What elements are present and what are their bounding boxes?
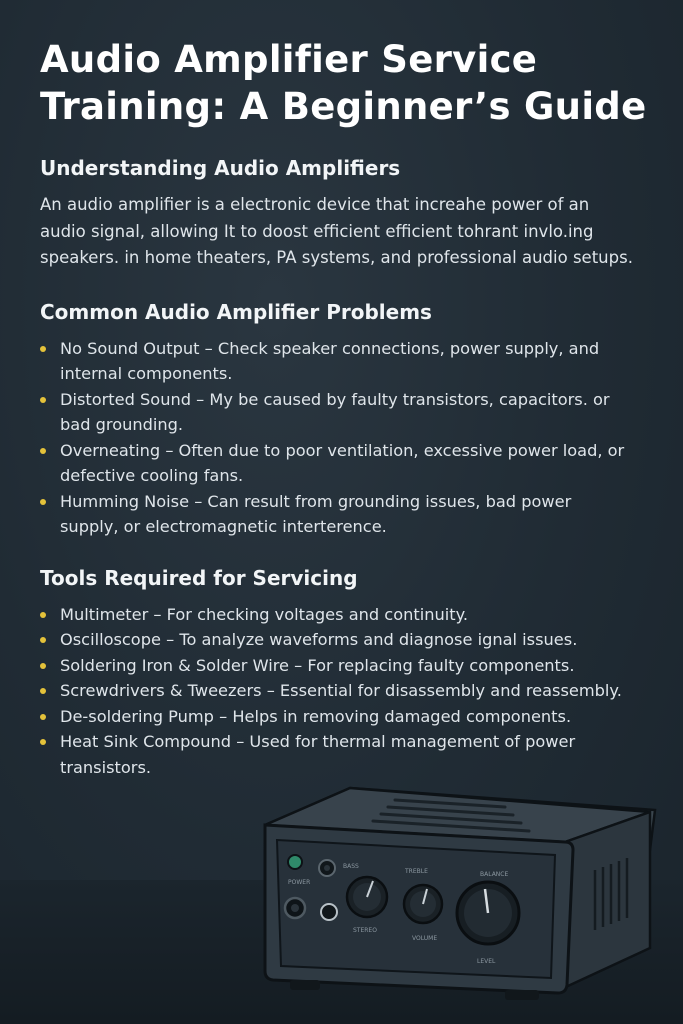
bullet-icon bbox=[40, 662, 46, 669]
list-item: Soldering Iron & Solder Wire – For repla… bbox=[40, 653, 640, 679]
understanding-text: An audio amplifier is a electronic devic… bbox=[40, 195, 633, 267]
power-label: POWER bbox=[288, 879, 310, 886]
bullet-icon bbox=[40, 713, 46, 720]
bass-label: BASS bbox=[343, 863, 359, 870]
list-item: Overneating – Often due to poor ventilat… bbox=[40, 438, 630, 489]
treble-label: TREBLE bbox=[404, 868, 428, 875]
section-heading-understanding: Understanding Audio Amplifiers bbox=[40, 156, 401, 180]
amplifier-illustration: POWER BASS STEREO TREBLE VOLUME BALANCE … bbox=[263, 786, 657, 1000]
aux-jack-icon bbox=[320, 903, 338, 921]
tools-list: Multimeter – For checking voltages and c… bbox=[40, 602, 640, 781]
section-heading-tools: Tools Required for Servicing bbox=[40, 565, 358, 590]
bullet-icon bbox=[40, 345, 46, 352]
guide-content: Audio Amplifier Service Training: A Begi… bbox=[40, 36, 650, 780]
list-item: Heat Sink Compound – Used for thermal ma… bbox=[40, 729, 640, 780]
bullet-icon bbox=[40, 688, 46, 694]
stereo-label: STEREO bbox=[353, 927, 377, 934]
bullet-icon bbox=[40, 739, 46, 745]
list-item: Screwdrivers & Tweezers – Essential for … bbox=[40, 678, 640, 704]
section-heading-problems: Common Audio Amplifier Problems bbox=[40, 299, 432, 324]
power-led-icon bbox=[287, 854, 303, 870]
list-item: Oscilloscope – To analyze waveforms and … bbox=[40, 627, 640, 653]
balance-label: BALANCE bbox=[480, 871, 508, 878]
bullet-icon bbox=[40, 498, 46, 505]
bullet-icon bbox=[40, 637, 46, 643]
list-item: Distorted Sound – My be caused by faulty… bbox=[40, 387, 630, 438]
problems-list: No Sound Output – Check speaker connecti… bbox=[40, 336, 630, 540]
page-title: Audio Amplifier Service Training: A Begi… bbox=[40, 38, 647, 128]
list-item: No Sound Output – Check speaker connecti… bbox=[40, 336, 630, 387]
list-item: Multimeter – For checking voltages and c… bbox=[40, 602, 640, 628]
level-label: LEVEL bbox=[477, 958, 496, 965]
list-item: Humming Noise – Can result from groundin… bbox=[40, 489, 630, 540]
bullet-icon bbox=[40, 447, 46, 454]
volume-label: VOLUME bbox=[412, 935, 437, 942]
list-item: De-soldering Pump – Helps in removing da… bbox=[40, 704, 640, 730]
bullet-icon bbox=[40, 396, 46, 403]
bullet-icon bbox=[40, 611, 46, 618]
